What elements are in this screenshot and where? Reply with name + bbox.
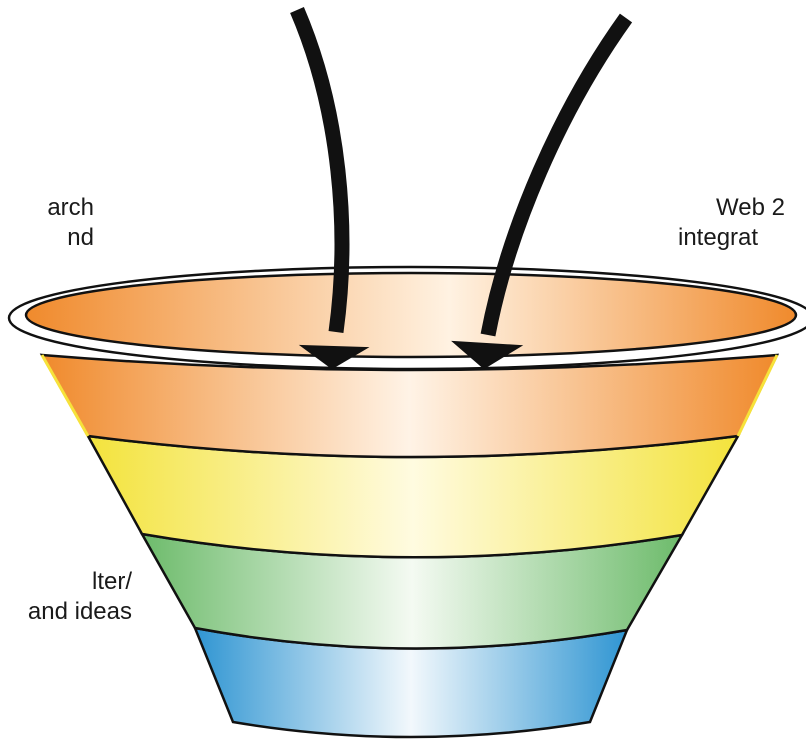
label-right-top-line1: Web 2: [716, 193, 806, 223]
label-left-bottom: lter/ and ideas: [0, 567, 132, 627]
label-right-top-line2: integrat: [678, 223, 806, 253]
label-left-bottom-line2: and ideas: [0, 597, 132, 627]
label-left-top-line1: arch: [0, 193, 94, 223]
label-left-bottom-line1: lter/: [0, 567, 132, 597]
funnel-layer-top: [42, 355, 777, 457]
label-left-top-line2: nd: [0, 223, 94, 253]
label-left-top: arch nd: [0, 193, 94, 253]
label-right-top: Web 2 integrat: [678, 193, 806, 253]
funnel-rim-inner: [26, 273, 796, 357]
